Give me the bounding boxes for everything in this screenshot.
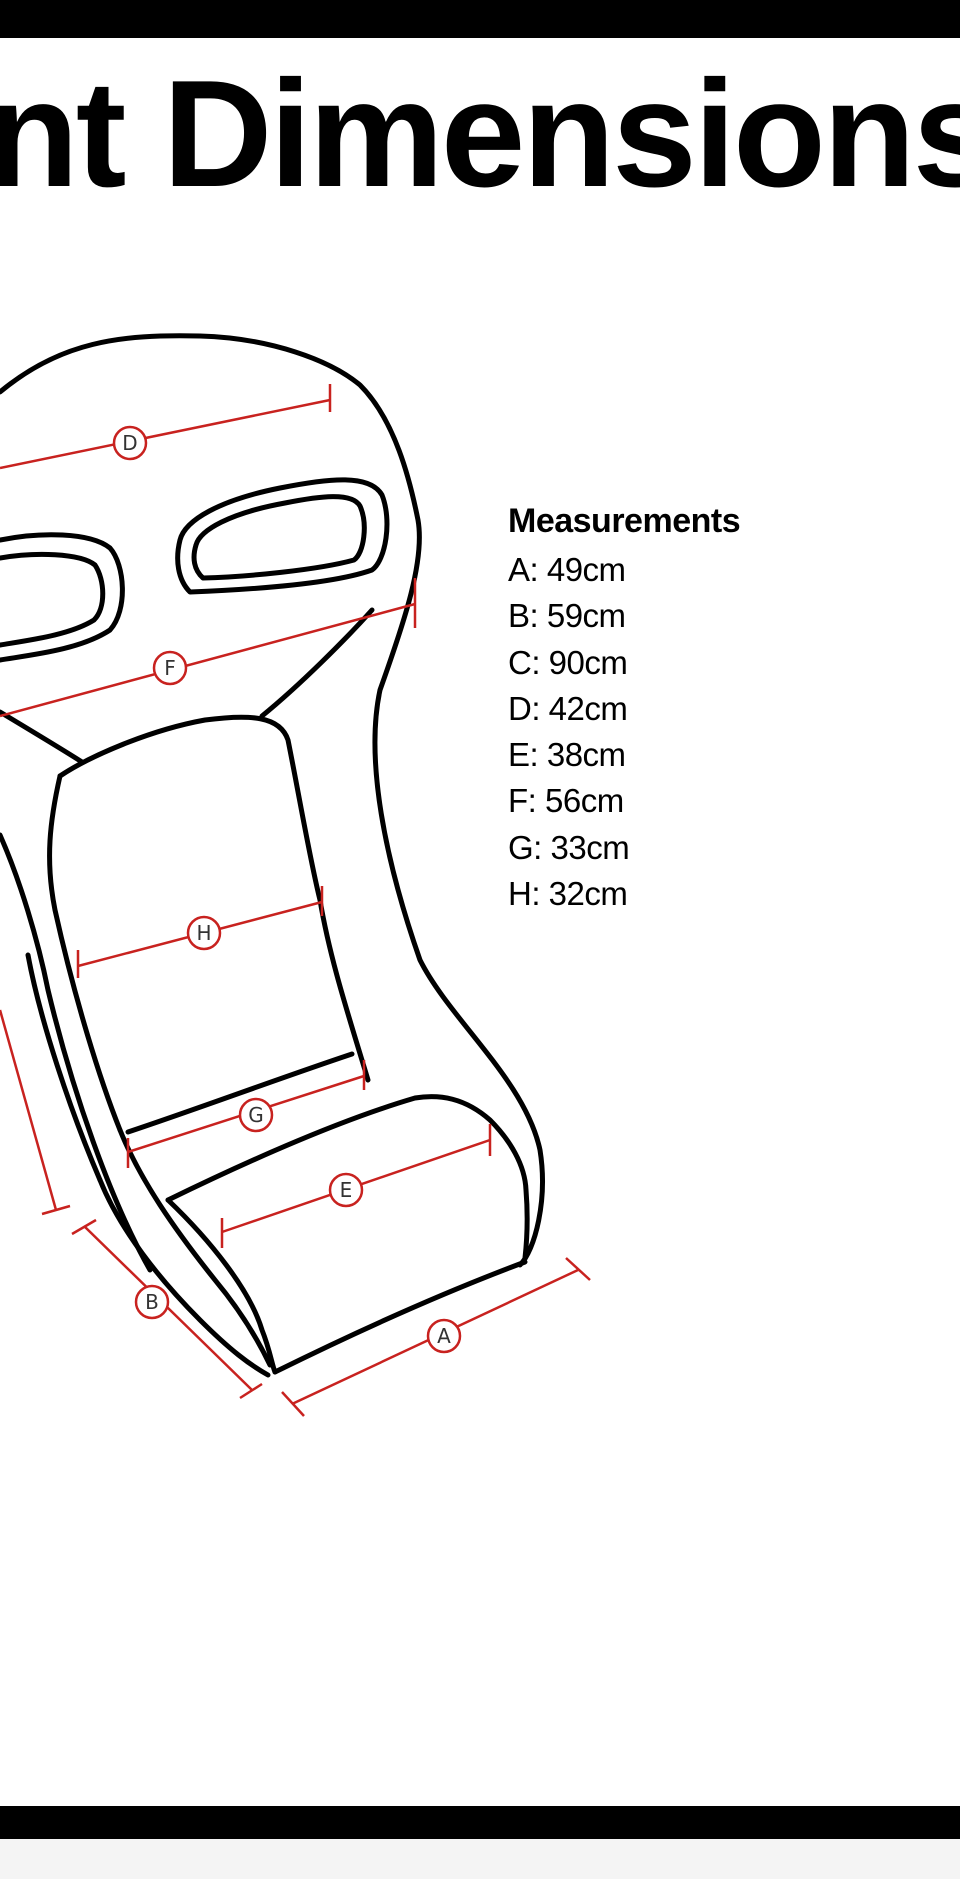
seat-left-edge [0, 832, 153, 1273]
svg-text:D: D [122, 431, 137, 455]
measurement-b: B: 59cm [508, 597, 626, 635]
label-h: H [186, 915, 222, 951]
back-cushion [57, 714, 371, 1083]
svg-text:H: H [196, 921, 211, 945]
measurements-list: A: 49cm B: 59cm C: 90cm D: 42cm E: 38cm … [508, 547, 868, 917]
seat-front-edge [272, 1259, 528, 1375]
seat-outline [0, 333, 545, 1378]
shoulder-bolster-left [0, 709, 85, 765]
svg-text:F: F [164, 656, 176, 680]
page-title: nt Dimensions [0, 49, 960, 219]
headrest-opening-outer [175, 477, 390, 595]
dimension-labels: D F H G E B A [112, 425, 462, 1354]
measurement-d: D: 42cm [508, 689, 628, 727]
back-cushion-left-edge [47, 773, 123, 1133]
measurement-f: F: 56cm [508, 782, 624, 820]
seat-front-lip [117, 1127, 273, 1368]
seat-side-lower [97, 1177, 271, 1378]
label-d: D [112, 425, 148, 461]
measurement-e: E: 38cm [508, 736, 626, 774]
measurement-g: G: 33cm [508, 828, 630, 866]
measurement-h: H: 32cm [508, 875, 628, 913]
measurements-heading: Measurements [508, 502, 741, 540]
label-f: F [152, 650, 188, 686]
label-e: E [328, 1172, 364, 1208]
svg-text:B: B [145, 1290, 159, 1314]
label-b: B [134, 1284, 170, 1320]
headrest-opening-left-inner [0, 551, 106, 648]
bottom-border-bar [0, 1806, 960, 1839]
headrest-opening-left-outer [0, 532, 125, 663]
label-a: A [426, 1318, 462, 1354]
seat-cushion-left [165, 1197, 278, 1375]
measurement-a: A: 49cm [508, 551, 626, 588]
seat-left-edge-2 [25, 952, 103, 1183]
shoulder-bolster [259, 607, 375, 719]
lumbar-line [125, 1051, 355, 1135]
top-border-bar [0, 0, 960, 38]
svg-text:A: A [437, 1324, 451, 1348]
measurements-panel: Measurements A: 49cm B: 59cm C: 90cm D: … [508, 502, 868, 917]
seat-cushion-front [165, 1094, 530, 1261]
bottom-strip [0, 1839, 960, 1879]
seat-shell-outline [0, 333, 545, 1268]
svg-text:E: E [340, 1178, 353, 1202]
measurement-c: C: 90cm [508, 643, 628, 681]
headrest-opening-inner [191, 494, 367, 581]
svg-text:G: G [248, 1103, 264, 1127]
label-g: G [238, 1097, 274, 1133]
